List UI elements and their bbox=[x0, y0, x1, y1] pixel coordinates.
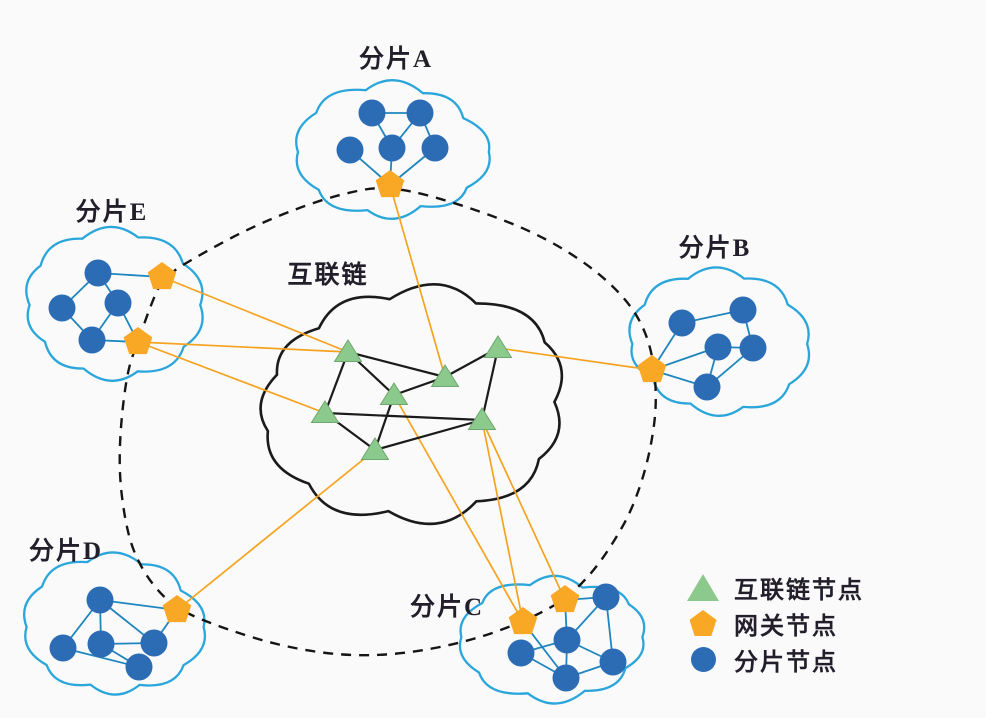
gateway-link bbox=[481, 419, 566, 601]
gateway-node-icon bbox=[686, 610, 720, 636]
gateway-link bbox=[137, 341, 326, 414]
interlink-node bbox=[430, 364, 460, 387]
shard-node bbox=[125, 653, 153, 681]
shard-e-cloud bbox=[25, 225, 204, 382]
shard-node-icon bbox=[686, 646, 720, 672]
shard-node bbox=[406, 99, 434, 127]
label-shard-e: 分片E bbox=[75, 199, 149, 226]
interlink-cloud bbox=[259, 283, 564, 526]
interlink-node-icon bbox=[686, 573, 720, 601]
gateway-node bbox=[162, 595, 192, 623]
interlink-node bbox=[360, 437, 390, 460]
shard-node bbox=[592, 583, 620, 611]
shard-node bbox=[358, 99, 386, 127]
shard-d-cloud bbox=[23, 551, 207, 696]
shard-node bbox=[104, 289, 132, 317]
shard-node bbox=[704, 333, 732, 361]
interlink-edge bbox=[480, 347, 500, 421]
gateway-link bbox=[481, 419, 524, 623]
legend-label: 互联链节点 bbox=[734, 577, 864, 604]
gateway-link bbox=[176, 449, 376, 611]
shard-node bbox=[552, 664, 580, 692]
shard-a-cloud bbox=[295, 79, 491, 220]
shard-node bbox=[421, 134, 449, 162]
shard-c-nodes bbox=[507, 583, 627, 692]
shard-node bbox=[140, 629, 168, 657]
interlink-edge bbox=[347, 350, 446, 379]
gateway-link bbox=[393, 394, 524, 623]
label-shard-b: 分片B bbox=[678, 235, 752, 262]
interlink-edge bbox=[374, 418, 483, 452]
interlink-edge bbox=[324, 411, 483, 422]
gateway-node bbox=[123, 327, 153, 355]
shard-node bbox=[78, 326, 106, 354]
gateway-link bbox=[137, 341, 349, 353]
shard-b-nodes bbox=[637, 296, 767, 401]
shard-node bbox=[599, 648, 627, 676]
shard-node bbox=[553, 626, 581, 654]
shard-d-nodes bbox=[49, 586, 192, 681]
interlink-node bbox=[310, 400, 340, 423]
shard-e-nodes bbox=[48, 259, 177, 355]
legend: 互联链节点 网关节点 分片节点 bbox=[686, 572, 864, 676]
boundary-ring bbox=[118, 187, 657, 657]
gateway-node bbox=[147, 262, 177, 290]
interlink-nodes bbox=[310, 335, 513, 460]
legend-item-shard-node: 分片节点 bbox=[686, 644, 864, 676]
interlink-node bbox=[467, 407, 497, 430]
gateway-node bbox=[550, 585, 580, 613]
interlink-edges bbox=[323, 347, 500, 452]
interlink-node bbox=[379, 382, 409, 405]
legend-item-gateway-node: 网关节点 bbox=[686, 608, 864, 640]
interlink-node bbox=[333, 339, 363, 362]
shard-a-nodes bbox=[336, 99, 449, 198]
shard-b-cloud bbox=[628, 266, 811, 417]
gateway-link bbox=[161, 276, 349, 353]
gateway-link bbox=[497, 347, 653, 371]
interlink-edge bbox=[323, 351, 350, 414]
shard-node bbox=[84, 259, 112, 287]
gateway-node bbox=[637, 355, 667, 383]
legend-item-interlink-node: 互联链节点 bbox=[686, 572, 864, 604]
shard-node bbox=[739, 334, 767, 362]
shard-node bbox=[693, 373, 721, 401]
label-shard-d: 分片D bbox=[28, 538, 104, 565]
gateway-node bbox=[375, 170, 405, 198]
legend-label: 分片节点 bbox=[734, 649, 838, 676]
shard-node bbox=[86, 586, 114, 614]
gateway-links bbox=[137, 184, 653, 623]
legend-label: 网关节点 bbox=[734, 613, 838, 640]
label-shard-c: 分片C bbox=[409, 594, 485, 621]
shard-node bbox=[336, 136, 364, 164]
shard-node bbox=[668, 309, 696, 337]
gateway-node bbox=[508, 607, 538, 635]
shard-node bbox=[49, 634, 77, 662]
label-interlink: 互联链 bbox=[287, 262, 369, 289]
interlink-node bbox=[483, 335, 513, 358]
gateway-link bbox=[389, 184, 446, 378]
shard-node bbox=[87, 630, 115, 658]
shard-node bbox=[48, 294, 76, 322]
label-shard-a: 分片A bbox=[358, 46, 434, 73]
shard-node bbox=[507, 639, 535, 667]
shard-node bbox=[378, 134, 406, 162]
shard-node bbox=[729, 296, 757, 324]
